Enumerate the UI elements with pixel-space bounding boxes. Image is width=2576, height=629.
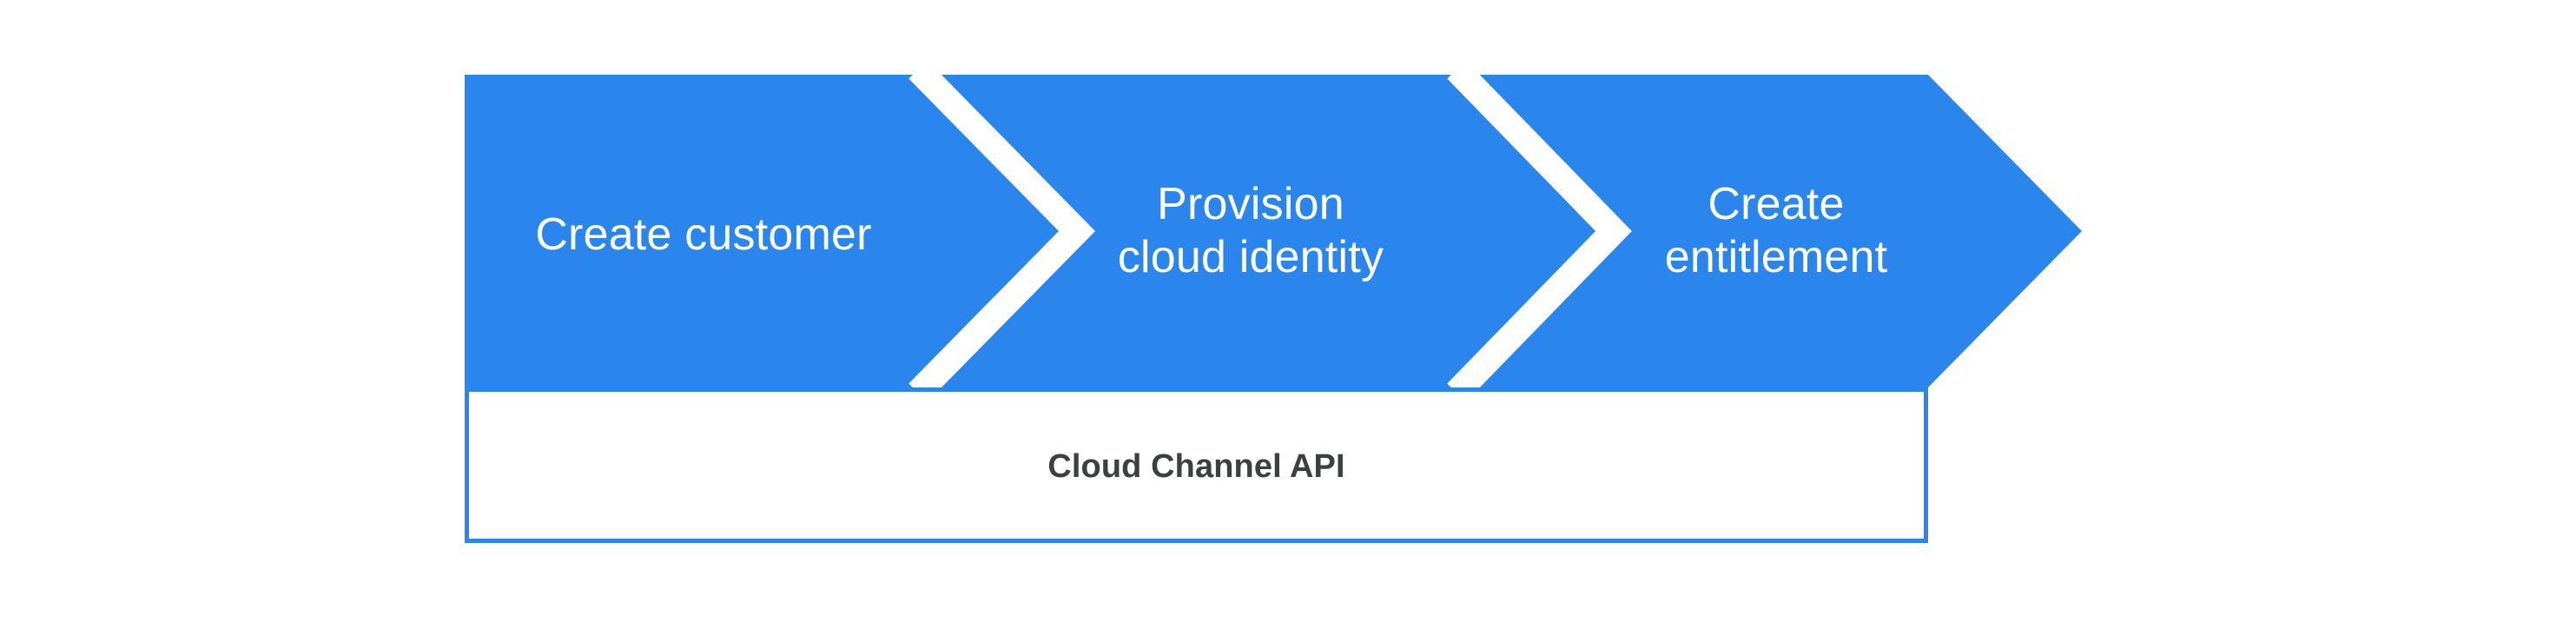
step-separator-2 [1447,60,1632,402]
arrow-band-shape [465,75,2082,387]
cloud-channel-api-bar [465,387,1928,543]
step-separator-1 [908,60,1096,402]
